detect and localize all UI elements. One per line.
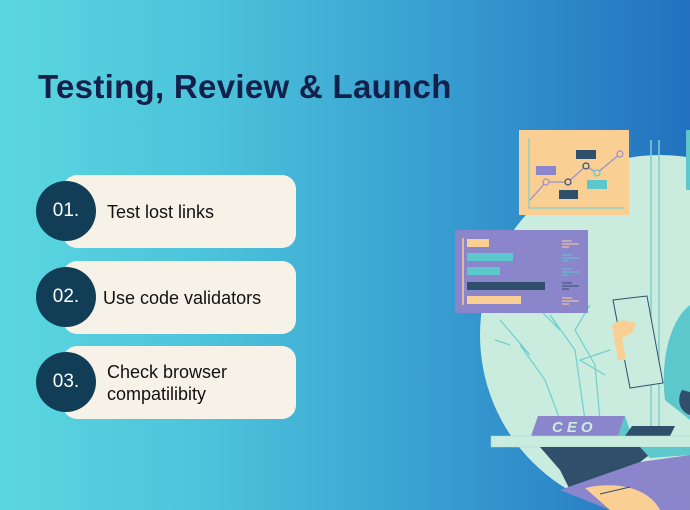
step-label: Check browser compatilibity — [107, 361, 228, 404]
slide-title: Testing, Review & Launch — [38, 68, 452, 105]
line-chart-panel — [519, 130, 629, 215]
step-card-3: 03. Check browser compatilibity — [36, 346, 296, 419]
step-card-2: 02. Use code validators — [36, 261, 296, 334]
svg-text:CEO: CEO — [552, 419, 597, 436]
step-label: Use code validators — [103, 287, 262, 308]
step-number-badge: 02. — [36, 267, 96, 327]
step-card-1: 01. Test lost links — [36, 175, 296, 248]
ceo-office-illustration: CEO — [455, 130, 690, 510]
step-label: Test lost links — [107, 201, 215, 222]
step-number-badge: 01. — [36, 181, 96, 241]
desk-shape — [490, 435, 690, 448]
plant-icon — [494, 299, 611, 421]
ceo-desk-sign: CEO — [531, 416, 632, 436]
bar-chart-panel — [455, 230, 588, 313]
hand-shape — [612, 320, 636, 360]
step-number-badge: 03. — [36, 352, 96, 412]
